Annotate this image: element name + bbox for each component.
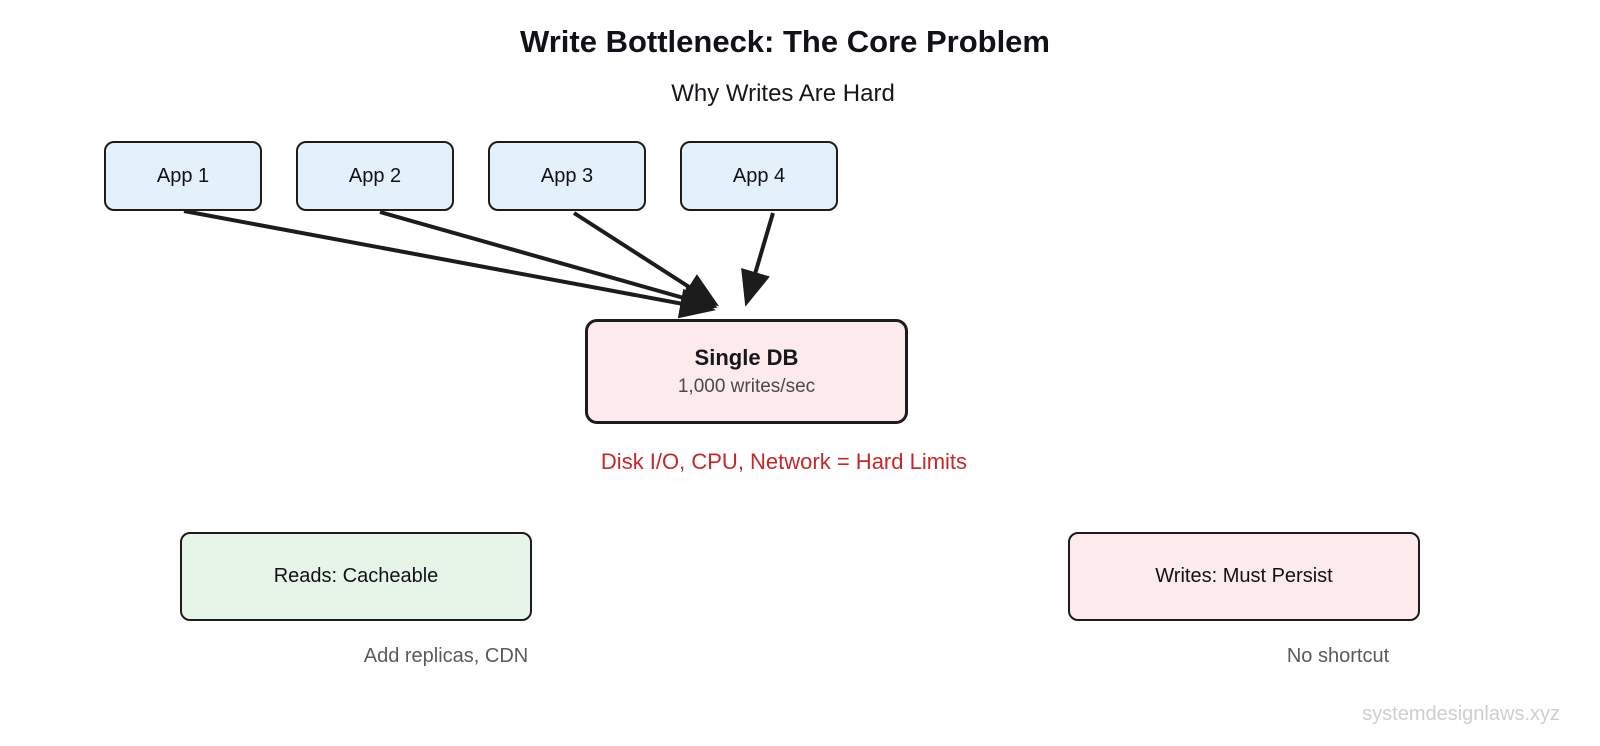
app-2-node: App 2 — [296, 141, 454, 211]
writes-node: Writes: Must Persist — [1068, 532, 1420, 621]
arrow-app4-to-db-icon — [741, 212, 775, 307]
reads-label: Reads: Cacheable — [273, 565, 439, 587]
app-1-node: App 1 — [104, 141, 262, 211]
app-2-label: App 2 — [348, 164, 402, 187]
single-db-throughput: 1,000 writes/sec — [677, 376, 816, 397]
reads-node: Reads: Cacheable — [180, 532, 532, 621]
arrow-app3-to-db-icon — [572, 211, 720, 307]
arrow-app1-to-db-icon — [183, 209, 716, 319]
app-3-label: App 3 — [540, 164, 594, 187]
writes-caption: No shortcut — [1286, 645, 1390, 667]
page-title: Write Bottleneck: The Core Problem — [520, 24, 1050, 59]
page-subtitle: Why Writes Are Hard — [671, 80, 895, 107]
single-db-node: Single DB 1,000 writes/sec — [585, 319, 908, 424]
app-1-label: App 1 — [156, 164, 210, 187]
watermark: systemdesignlaws.xyz — [1362, 703, 1560, 725]
app-4-label: App 4 — [732, 164, 786, 187]
arrow-app2-to-db-icon — [379, 210, 718, 313]
reads-caption: Add replicas, CDN — [363, 645, 529, 667]
single-db-title: Single DB — [694, 345, 799, 370]
writes-label: Writes: Must Persist — [1155, 565, 1333, 587]
app-4-node: App 4 — [680, 141, 838, 211]
app-3-node: App 3 — [488, 141, 646, 211]
hard-limits-label: Disk I/O, CPU, Network = Hard Limits — [600, 449, 968, 474]
